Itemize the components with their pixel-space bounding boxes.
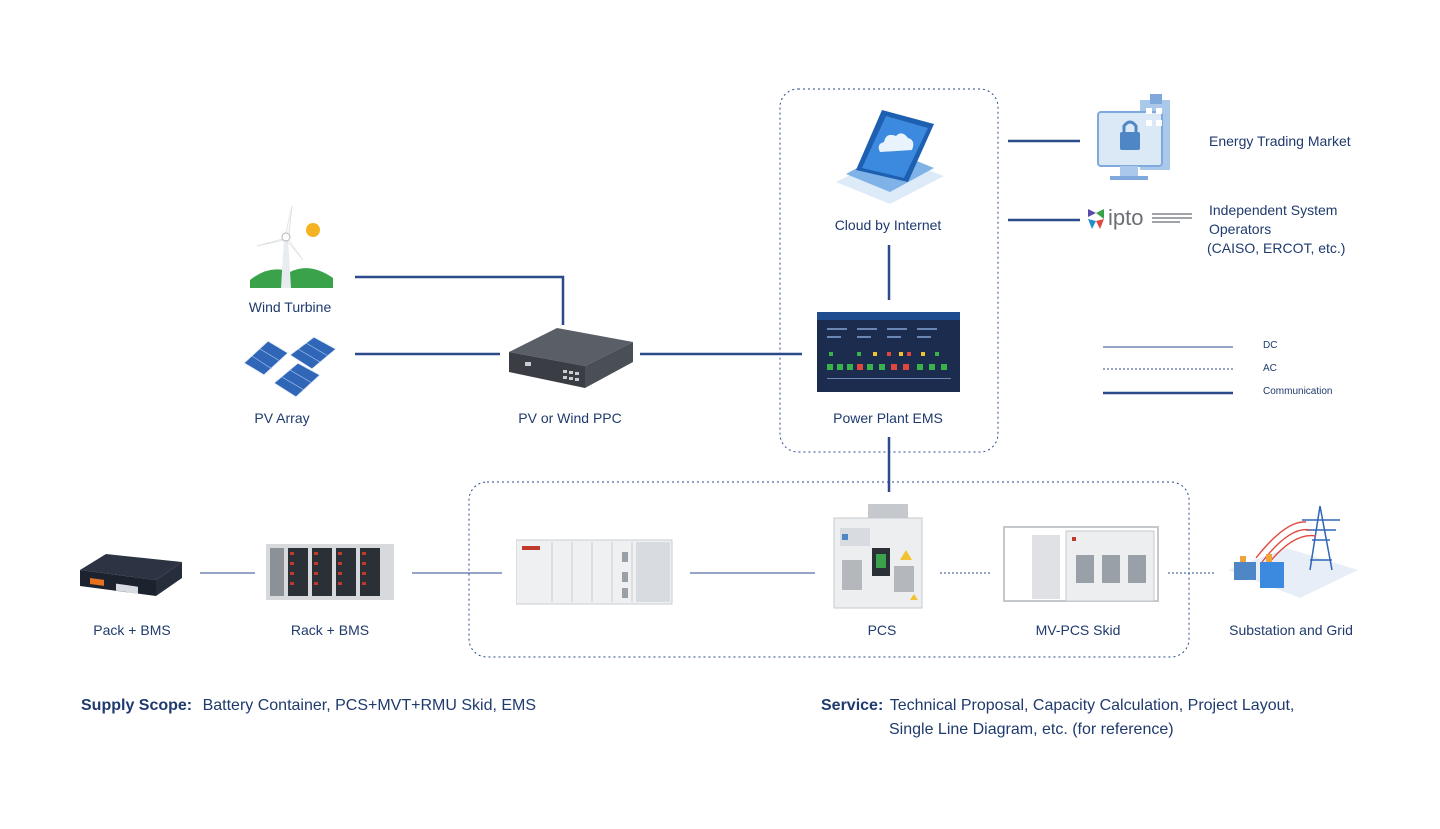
battery-pack-icon: [80, 554, 182, 596]
battery-rack-icon: [266, 544, 394, 600]
iso-label-line3: (CAISO, ERCOT, etc.): [1207, 240, 1346, 256]
pv-array-icon: [243, 336, 337, 398]
wind-turbine-icon: [250, 205, 333, 288]
storage-group-box: [468, 481, 1190, 658]
ppc-label: PV or Wind PPC: [518, 410, 622, 426]
service-line1: Technical Proposal, Capacity Calculation…: [889, 697, 1295, 714]
substation-icon: [1228, 505, 1358, 598]
ppc-switch-icon: [509, 328, 633, 388]
ipto-logo-mark-icon: [1088, 209, 1104, 229]
wind-turbine-label: Wind Turbine: [248, 299, 332, 315]
pcs-label: PCS: [867, 622, 897, 638]
service-label: Service:: [821, 697, 884, 714]
pack-label: Pack + BMS: [93, 622, 171, 638]
battery-container-icon: [516, 539, 673, 605]
legend-comm-label: Communication: [1263, 386, 1333, 397]
wind-to-ppc-line: [355, 275, 565, 325]
legend-ac-label: AC: [1263, 363, 1277, 374]
iso-label-line1: Independent System: [1209, 202, 1338, 218]
energy-trading-icon: [1097, 94, 1170, 180]
energy-trading-label: Energy Trading Market: [1209, 133, 1351, 149]
ipto-logo-text: ipto: [1108, 205, 1144, 230]
ems-label: Power Plant EMS: [833, 410, 943, 426]
supply-scope: Supply Scope: Battery Container, PCS+MVT…: [81, 697, 536, 715]
legend-dc-label: DC: [1263, 340, 1278, 351]
cloud-laptop-icon: [836, 110, 944, 204]
cloud-label: Cloud by Internet: [834, 217, 942, 233]
service-line2: Single Line Diagram, etc. (for reference…: [889, 721, 1174, 738]
pcs-icon: [833, 504, 923, 609]
service: Service: Technical Proposal, Capacity Ca…: [821, 697, 1294, 715]
supply-scope-value: Battery Container, PCS+MVT+RMU Skid, EMS: [202, 697, 537, 714]
mv-pcs-skid-icon: [1003, 526, 1159, 602]
rack-label: Rack + BMS: [290, 622, 370, 638]
ipto-logo: ipto: [1086, 205, 1196, 233]
ems-screen-icon: [817, 312, 960, 392]
substation-label: Substation and Grid: [1229, 622, 1353, 638]
pv-array-label: PV Array: [254, 410, 310, 426]
mv-pcs-label: MV-PCS Skid: [1035, 622, 1121, 638]
supply-scope-label: Supply Scope:: [81, 697, 193, 714]
iso-label-line2: Operators: [1209, 221, 1272, 237]
